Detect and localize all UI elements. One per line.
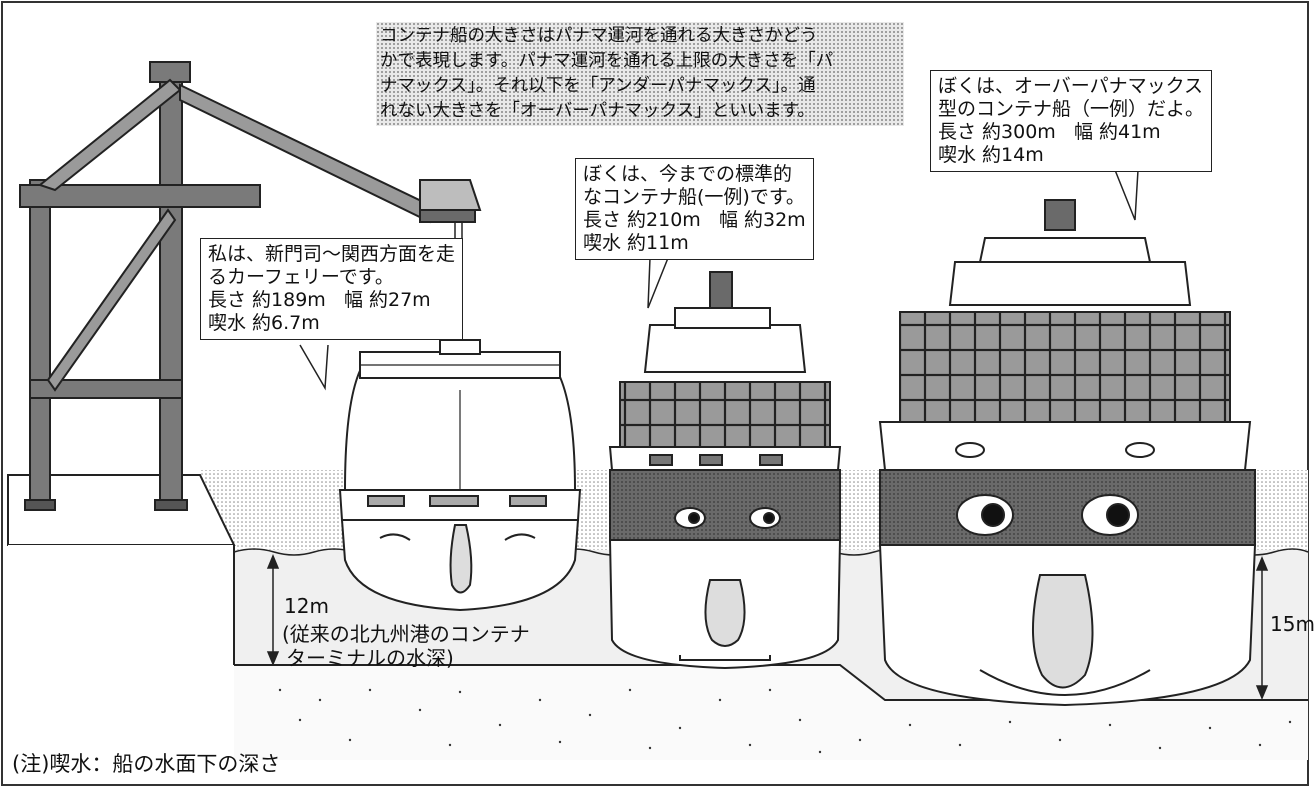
seabed-speckles (278, 688, 1292, 754)
overpanamax-line: ぼくは、オーバーパナマックス (938, 75, 1204, 97)
standard-dimensions: 長さ 約210m 幅 約32m (583, 209, 806, 232)
intro-explanation: コンテナ船の大きさはパナマ運河を通れる大きさかどう かで表現します。パナマ運河を… (376, 22, 904, 126)
intro-line: かで表現します。パナマ運河を通れる上限の大きさを「パ (380, 51, 834, 71)
ferry-draft: 喫水 約6.7m (208, 312, 320, 334)
standard-line: なコンテナ船(一例)です。 (583, 186, 805, 208)
gantry-crane (19, 61, 482, 511)
standard-container-ship (608, 271, 842, 670)
overpanamax-balloon-tail (1114, 169, 1139, 221)
ferry-balloon: 私は、新門司〜関西方面を走 るカーフェリーです。 長さ 約189m 幅 約27m… (200, 238, 464, 340)
quay-wall (8, 545, 234, 760)
ferry-balloon-tail (299, 344, 329, 391)
depth-old-caption-2: ターミナルの水深) (286, 646, 454, 670)
overpanamax-balloon: ぼくは、オーバーパナマックス 型のコンテナ船（一例）だよ。 長さ 約300m 幅… (930, 70, 1213, 172)
ferry-dimensions: 長さ 約189m 幅 約27m (208, 289, 455, 312)
ferry-ship (338, 339, 582, 612)
overpanamax-length: 長さ 約300m (938, 121, 1056, 143)
overpanamax-dimensions: 長さ 約300m 幅 約41m (938, 121, 1204, 144)
depth-arrow-12m (266, 554, 280, 666)
standard-ship-balloon: ぼくは、今までの標準的 なコンテナ船(一例)です。 長さ 約210m 幅 約32… (575, 158, 814, 260)
intro-line: ナマックス」。それ以下を「アンダーパナマックス」。通 (380, 76, 816, 96)
overpanamax-line: 型のコンテナ船（一例）だよ。 (938, 98, 1205, 120)
ferry-line: るカーフェリーです。 (208, 266, 394, 288)
depth-old-caption-1: (従来の北九州港のコンテナ (282, 622, 530, 646)
standard-length: 長さ 約210m (583, 209, 701, 231)
ferry-length: 長さ 約189m (208, 289, 326, 311)
standard-balloon-tail (647, 257, 669, 309)
overpanamax-container-ship (878, 199, 1257, 707)
overpanamax-width: 幅 約41m (1073, 121, 1161, 143)
depth-arrow-15m (1255, 556, 1269, 700)
ferry-width: 幅 約27m (343, 289, 431, 311)
intro-line: コンテナ船の大きさはパナマ運河を通れる大きさかどう (380, 26, 818, 46)
depth-new-value: 15m (1270, 612, 1315, 636)
standard-line: ぼくは、今までの標準的 (583, 163, 793, 185)
depth-old-value: 12m (284, 594, 329, 618)
seabed (8, 545, 1308, 760)
intro-line: れない大きさを「オーバーパナマックス」といいます。 (380, 101, 815, 121)
ferry-line: 私は、新門司〜関西方面を走 (208, 243, 456, 265)
draft-footnote: (注)喫水：船の水面下の深さ (12, 752, 281, 776)
overpanamax-draft: 喫水 約14m (938, 144, 1044, 166)
standard-draft: 喫水 約11m (583, 232, 689, 254)
standard-width: 幅 約32m (718, 209, 806, 231)
